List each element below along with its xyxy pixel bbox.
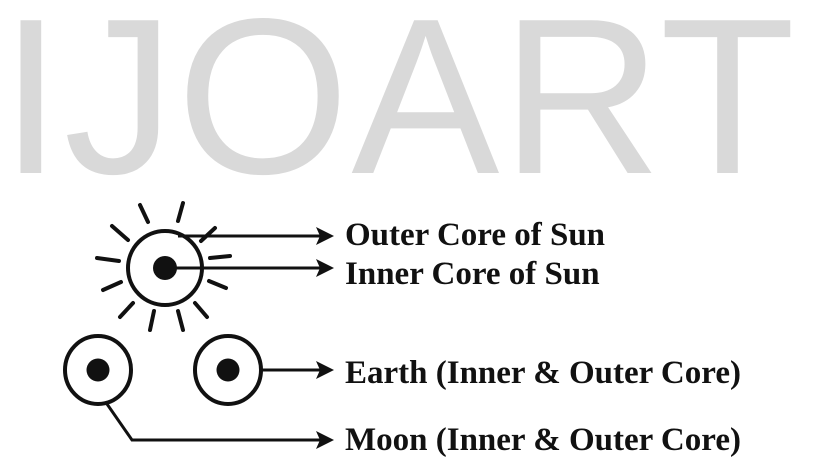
earth-label: Earth (Inner & Outer Core) (345, 355, 741, 391)
earth-arrow (261, 361, 334, 379)
inner-core-of-sun-label: Inner Core of Sun (345, 256, 600, 292)
moon-icon (65, 336, 131, 404)
moon-label: Moon (Inner & Outer Core) (345, 422, 741, 458)
moon-arrow (107, 404, 334, 449)
outer-core-of-sun-label: Outer Core of Sun (345, 217, 605, 253)
inner-core-arrow (165, 259, 334, 277)
earth-icon (195, 336, 261, 404)
